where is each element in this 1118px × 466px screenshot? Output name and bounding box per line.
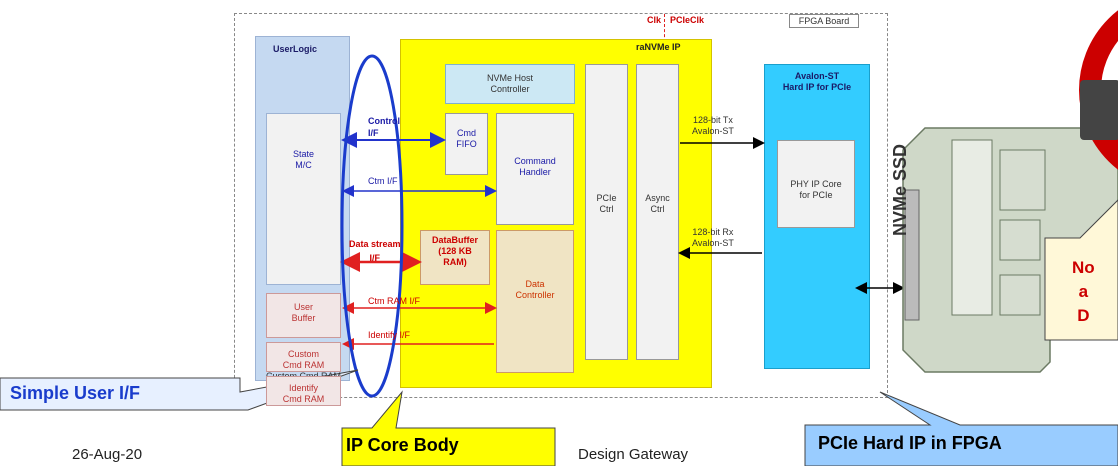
pcie-hard-ip-callout — [804, 391, 1118, 466]
identify-if-label: Identify I/F — [368, 330, 411, 340]
pcie-ctrl-block: PCIe Ctrl — [585, 64, 628, 360]
identify-cmd-ram-block-rendered: Identify Cmd RAM — [266, 376, 341, 406]
data-stream-if-label: Data stream I/F — [349, 239, 401, 263]
pcie-hard-ip-text: PCIe Hard IP in FPGA — [818, 433, 1002, 453]
ctm-if-label: Ctm I/F — [368, 176, 398, 186]
user-logic-title: UserLogic — [273, 44, 318, 54]
async-ctrl-block: Async Ctrl — [636, 64, 679, 360]
simple-user-if-text: Simple User I/F — [10, 383, 141, 403]
fpga-board-label: FPGA Board — [789, 14, 859, 28]
ctm-ram-if-label: Ctm RAM I/F — [368, 296, 420, 306]
command-handler-block: Command Handler — [496, 113, 574, 225]
rx-label: 128-bit Rx Avalon-ST — [692, 227, 734, 248]
phy-ip-core-block: PHY IP Core for PCIe — [777, 140, 855, 228]
tx-label: 128-bit Tx Avalon-ST — [692, 115, 734, 136]
prohibition-sign — [1079, 10, 1118, 170]
ranvme-ip-title: raNVMe IP — [636, 42, 681, 52]
control-if-label: Control I/F — [368, 116, 400, 138]
clk-label: Clk — [647, 15, 662, 25]
right-note-text: No a D — [1072, 258, 1095, 325]
user-if-ellipse — [340, 54, 404, 398]
pcieclk-label: PCIeClk — [670, 15, 705, 25]
ssd-label: NVMe SSD — [890, 143, 910, 236]
avalon-title: Avalon-ST Hard IP for PCIe — [782, 71, 852, 92]
footer-company: Design Gateway — [578, 446, 689, 463]
state-mc-block: State M/C — [266, 113, 341, 285]
ip-core-body-text: IP Core Body — [346, 435, 459, 455]
fpga-board-frame — [234, 13, 888, 398]
right-note-callout — [1044, 199, 1118, 341]
ip-core-body-callout — [341, 390, 556, 466]
footer-date: 26-Aug-20 — [72, 446, 143, 463]
custom-cmd-ram-block-rendered: Custom Cmd RAM — [266, 342, 341, 372]
cmd-fifo-block: Cmd FIFO — [445, 113, 488, 175]
databuffer-block: DataBuffer (128 KB RAM) — [420, 230, 490, 285]
nvme-host-controller-block: NVMe Host Controller — [445, 64, 575, 104]
user-buffer-block: User Buffer — [266, 293, 341, 338]
data-controller-block: Data Controller — [496, 230, 574, 373]
